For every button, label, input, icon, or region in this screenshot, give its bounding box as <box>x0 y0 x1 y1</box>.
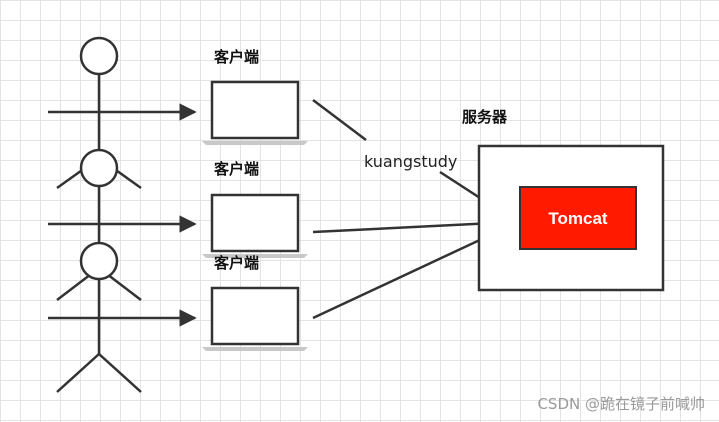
tomcat-box <box>519 186 637 250</box>
client-label-1: 客户端 <box>213 48 259 66</box>
user-figure-1 <box>79 36 119 150</box>
server-label: 服务器 <box>462 108 508 126</box>
client-label-3: 客户端 <box>213 254 259 272</box>
watermark: CSDN @跪在镜子前喊帅 <box>537 395 705 413</box>
client-laptop-3 <box>202 286 308 351</box>
user-figure-2 <box>56 148 142 244</box>
edge-label: kuangstudy <box>364 152 457 171</box>
client-laptop-1 <box>202 80 308 145</box>
client-laptop-2 <box>202 193 308 258</box>
client-label-2: 客户端 <box>213 160 259 178</box>
user-figure-3 <box>56 241 142 393</box>
client-1-edge-a <box>312 99 367 141</box>
tomcat-label: Tomcat <box>548 209 608 228</box>
